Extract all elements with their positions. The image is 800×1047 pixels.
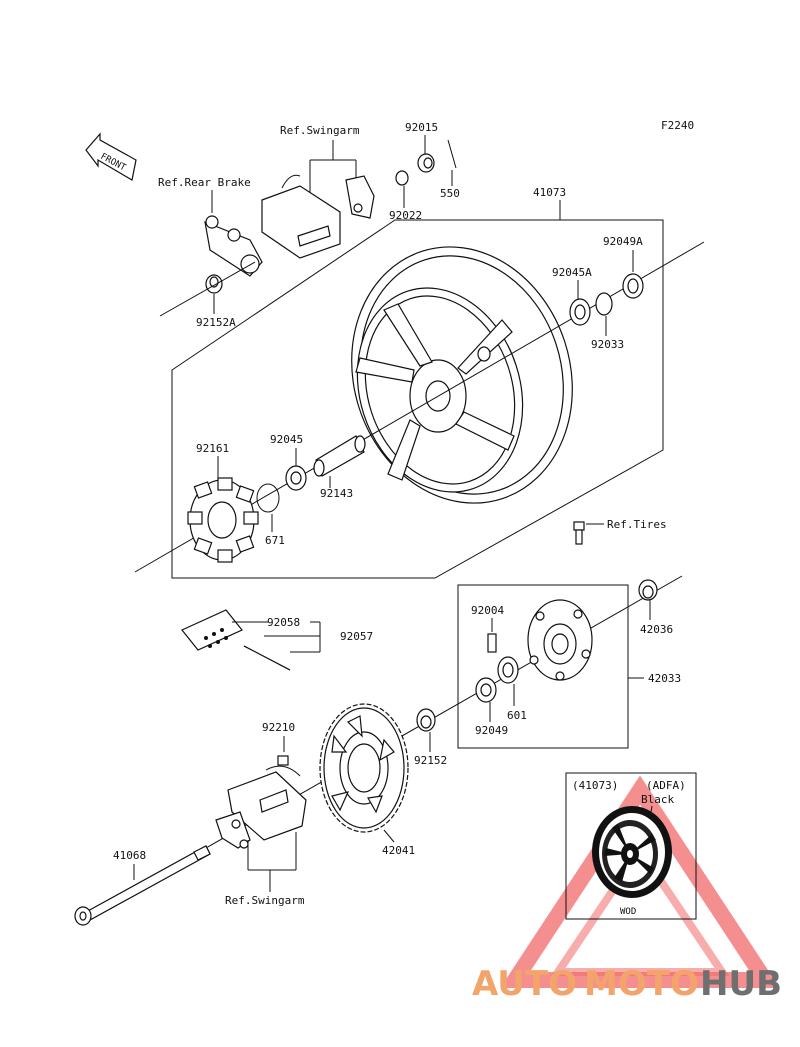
automotohub-watermark: AUTO MOTO HUB: [472, 964, 782, 1004]
label-92045: 92045: [270, 433, 303, 446]
ref-swingarm-top: Ref.Swingarm: [280, 124, 360, 137]
wheel-assembly-box: [171, 219, 664, 579]
label-92004: 92004: [471, 604, 504, 617]
label-92033: 92033: [591, 338, 624, 351]
inset-part-number: (41073): [572, 779, 618, 792]
part-671-o-ring: [256, 483, 280, 513]
part-92022-washer: [395, 170, 409, 186]
swingarm-guard-top: [261, 174, 375, 259]
tire-valve-icon: [573, 521, 585, 545]
label-92057: 92057: [340, 630, 373, 643]
inset-code: WOD: [620, 907, 636, 917]
label-42036: 42036: [640, 623, 673, 636]
diagram-code: F2240: [661, 119, 694, 132]
ref-tires: Ref.Tires: [607, 518, 667, 531]
hub-assembly-box: [457, 584, 629, 749]
rear-wheel-rim: [351, 246, 573, 504]
drive-chain: [181, 609, 291, 671]
part-601-bearing: [497, 656, 519, 684]
label-550: 550: [440, 187, 460, 200]
ref-swingarm-bottom: Ref.Swingarm: [225, 894, 305, 907]
label-92022: 92022: [389, 209, 422, 222]
caliper-bracket: [204, 215, 263, 277]
part-42033-coupling: [527, 599, 593, 681]
svg-text:AUTO: AUTO: [472, 964, 577, 1004]
part-92015-collar: [417, 153, 435, 173]
part-92049a-seal: [622, 273, 644, 299]
label-41073: 41073: [533, 186, 566, 199]
swingarm-guard-bottom: [215, 765, 307, 849]
part-92004-stud: [487, 633, 497, 653]
svg-text:HUB: HUB: [700, 964, 782, 1004]
label-601: 601: [507, 709, 527, 722]
part-92152a-collar: [205, 274, 223, 294]
chain-bracket: [264, 621, 321, 653]
label-671: 671: [265, 534, 285, 547]
ref-rear-brake: Ref.Rear Brake: [158, 176, 251, 189]
label-92152: 92152: [414, 754, 447, 767]
part-92152-collar: [416, 708, 436, 732]
part-42036-collar: [638, 579, 658, 601]
part-92033-circlip: [595, 292, 613, 316]
part-92161-wheel-damper: [187, 477, 259, 563]
part-550-pin: [447, 139, 457, 169]
label-92049a: 92049A: [603, 235, 643, 248]
inset-variant: (ADFA): [646, 779, 686, 792]
watermark-triangle-icon: [500, 775, 780, 988]
label-92152a: 92152A: [196, 316, 236, 329]
inset-color: Black: [641, 793, 674, 806]
label-92058: 92058: [267, 616, 300, 629]
label-92015: 92015: [405, 121, 438, 134]
label-92143: 92143: [320, 487, 353, 500]
label-42041: 42041: [382, 844, 415, 857]
front-arrow-icon: FRONT: [85, 132, 137, 181]
inset-black-wheel-icon: [592, 806, 672, 898]
part-92045a-bearing: [569, 298, 591, 326]
label-92045a: 92045A: [552, 266, 592, 279]
label-92161: 92161: [196, 442, 229, 455]
part-92045-bearing: [285, 465, 307, 491]
label-92210: 92210: [262, 721, 295, 734]
part-92049-seal: [475, 677, 497, 703]
part-41068-axle: [74, 845, 211, 926]
label-42033: 42033: [648, 672, 681, 685]
part-92210-nut: [277, 755, 289, 766]
label-92049: 92049: [475, 724, 508, 737]
variant-inset-box: [565, 772, 697, 920]
part-42041-sprocket: [319, 703, 409, 833]
part-92143-spacer: [313, 435, 366, 477]
svg-text:MOTO: MOTO: [584, 964, 699, 1004]
label-41068: 41068: [113, 849, 146, 862]
ref-swingarm-bottom-bracket: [247, 832, 297, 892]
